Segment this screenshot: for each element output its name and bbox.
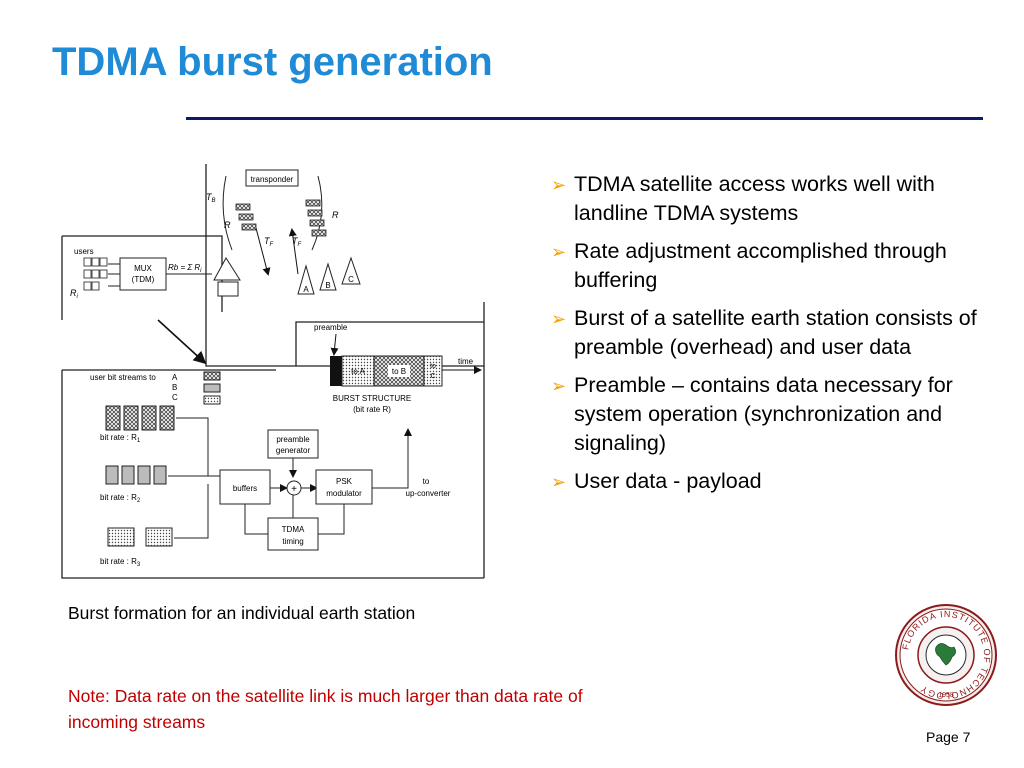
burst-structure-label: BURST STRUCTURE xyxy=(333,394,412,403)
ri-label: Ri xyxy=(70,288,79,300)
tf-label-right: TF xyxy=(292,236,302,248)
users-label: users xyxy=(74,247,94,256)
svg-text:A: A xyxy=(172,373,178,382)
bit-rate-2: bit rate : R2 xyxy=(100,493,141,504)
bullet-list: ➢TDMA satellite access works well with l… xyxy=(549,170,994,505)
svg-text:to B: to B xyxy=(392,367,406,376)
arrow-bullet-icon: ➢ xyxy=(551,242,567,262)
institute-seal-logo: FLORIDA INSTITUTE OF TECHNOLOGY 1958 xyxy=(895,604,997,706)
transponder-box xyxy=(245,169,299,187)
svg-text:generator: generator xyxy=(276,446,311,455)
psk-modulator-box xyxy=(315,469,373,505)
bullet-item: ➢Rate adjustment accomplished through bu… xyxy=(551,239,947,292)
arrow-bullet-icon: ➢ xyxy=(551,472,567,492)
svg-text:B: B xyxy=(325,281,330,290)
bullet-item: ➢Preamble – contains data necessary for … xyxy=(551,373,953,455)
svg-text:1958: 1958 xyxy=(938,692,954,699)
preamble-label: preamble xyxy=(314,323,348,332)
burst-to-c xyxy=(423,355,443,387)
arrow-bullet-icon: ➢ xyxy=(551,175,567,195)
preamble-generator-box xyxy=(267,429,319,459)
svg-text:TDMA: TDMA xyxy=(282,525,305,534)
mux-box xyxy=(119,257,167,291)
svg-text:B: B xyxy=(172,383,177,392)
svg-text:C: C xyxy=(348,275,354,284)
svg-text:preamble: preamble xyxy=(276,435,310,444)
bullet-item: ➢Burst of a satellite earth station cons… xyxy=(551,306,977,359)
transponder-label: transponder xyxy=(251,175,294,184)
r-label-left: R xyxy=(224,220,231,230)
tb-label: TB xyxy=(206,192,216,204)
svg-text:C: C xyxy=(172,393,178,402)
burst-formation-diagram: transponder TB R TF TF R users MUX (TDM)… xyxy=(61,164,485,579)
page-number: Page 7 xyxy=(926,729,971,745)
antenna-a xyxy=(297,264,315,295)
arrow-bullet-icon: ➢ xyxy=(551,309,567,329)
antenna-c xyxy=(341,256,361,285)
svg-text:PSK: PSK xyxy=(336,477,353,486)
note-text: Note: Data rate on the satellite link is… xyxy=(68,686,583,732)
to-up-converter-label: to xyxy=(423,477,430,486)
time-label: time xyxy=(458,357,474,366)
bit-rate-3: bit rate : R3 xyxy=(100,557,141,568)
svg-text:to A: to A xyxy=(351,367,365,376)
bullet-item: ➢TDMA satellite access works well with l… xyxy=(551,172,935,225)
title-underline xyxy=(186,117,983,120)
svg-text:modulator: modulator xyxy=(326,489,362,498)
antenna-d xyxy=(213,257,241,281)
bit-rate-1: bit rate : R1 xyxy=(100,433,141,444)
user-bit-streams-label: user bit streams to xyxy=(90,373,156,382)
burst-structure-sublabel: (bit rate R) xyxy=(353,405,391,414)
svg-text:C: C xyxy=(430,373,435,380)
svg-text:A: A xyxy=(303,285,309,294)
diagram-caption: Burst formation for an individual earth … xyxy=(68,603,416,623)
antenna-b xyxy=(319,262,337,291)
buffers-box xyxy=(219,469,271,505)
svg-text:timing: timing xyxy=(282,537,303,546)
svg-text:+: + xyxy=(291,484,297,495)
rb-label: Rb = Σ Ri xyxy=(168,263,202,274)
mux-label: MUX xyxy=(134,264,152,273)
slide-title: TDMA burst generation xyxy=(52,40,493,84)
svg-text:buffers: buffers xyxy=(233,484,257,493)
arrow-bullet-icon: ➢ xyxy=(551,376,567,396)
tf-label-left: TF xyxy=(264,236,274,248)
svg-text:up-converter: up-converter xyxy=(406,489,451,498)
svg-text:to: to xyxy=(430,363,436,370)
r-label-right: R xyxy=(332,210,339,220)
bullet-item: ➢User data - payload xyxy=(549,467,994,496)
mux-sublabel: (TDM) xyxy=(132,275,155,284)
